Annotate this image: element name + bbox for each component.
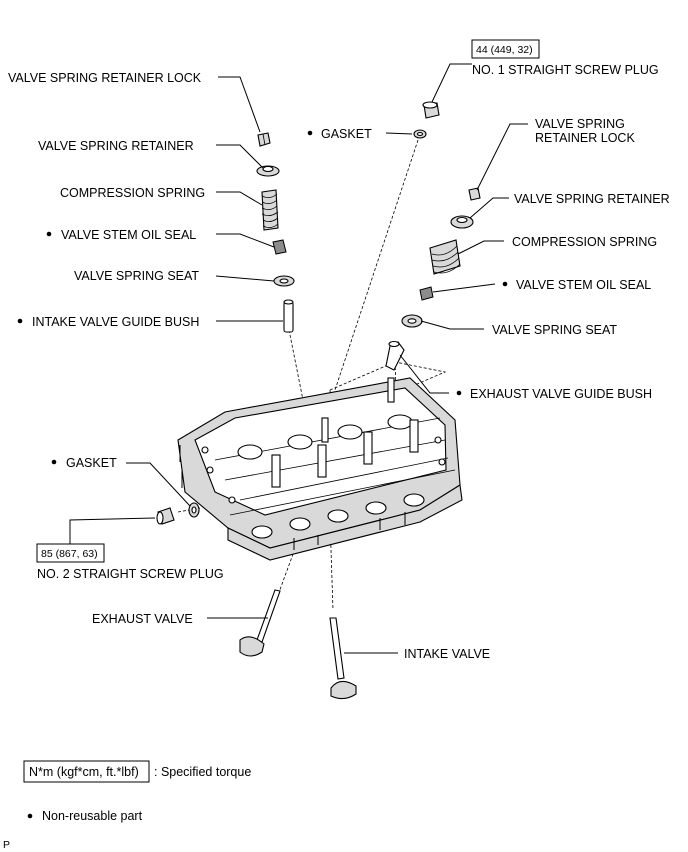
torque-plug1: 44 (449, 32)	[476, 44, 533, 56]
nonreusable-bullet	[46, 231, 52, 237]
legend-torque-box	[23, 760, 150, 783]
retainer-lock-right	[468, 187, 481, 201]
torque-box-plug2	[36, 543, 105, 563]
nonreusable-bullet	[51, 459, 57, 465]
nonreusable-bullet	[17, 318, 23, 324]
seat-right	[401, 314, 423, 328]
label-exhaust-valve: EXHAUST VALVE	[92, 612, 193, 626]
oil-seal-left	[272, 239, 287, 255]
label-intake-bush: INTAKE VALVE GUIDE BUSH	[32, 315, 199, 329]
legend-bullet	[27, 813, 33, 819]
retainer-lock-left	[257, 132, 271, 147]
oil-seal-right	[419, 286, 434, 301]
retainer-left	[256, 165, 280, 177]
leader-lines	[69, 63, 528, 654]
label-oil-seal-left: VALVE STEM OIL SEAL	[61, 228, 196, 242]
label-seat-right: VALVE SPRING SEAT	[492, 323, 617, 337]
legend-torque-unit: N*m (kgf*cm, ft.*lbf)	[29, 765, 139, 779]
label-retainer-lock-right-1: VALVE SPRING	[535, 117, 625, 131]
legend-torque-text: : Specified torque	[154, 765, 251, 779]
torque-plug2: 85 (867, 63)	[41, 548, 98, 560]
plug1-part	[422, 101, 440, 119]
corner-mark: P	[3, 839, 10, 851]
spring-left	[261, 189, 279, 231]
gasket-left-part	[188, 502, 200, 518]
intake-bush	[283, 299, 294, 333]
label-gasket-top: GASKET	[321, 127, 372, 141]
label-seat-left: VALVE SPRING SEAT	[74, 269, 199, 283]
label-spring-left: COMPRESSION SPRING	[60, 186, 205, 200]
nonreusable-bullet	[456, 390, 462, 396]
label-intake-valve: INTAKE VALVE	[404, 647, 490, 661]
nonreusable-bullet	[502, 281, 508, 287]
retainer-right	[450, 215, 474, 229]
exhaust-bush	[385, 340, 405, 371]
nonreusable-bullet	[307, 130, 313, 136]
label-retainer-right: VALVE SPRING RETAINER	[514, 192, 670, 206]
label-plug2: NO. 2 STRAIGHT SCREW PLUG	[37, 567, 224, 581]
label-gasket-left: GASKET	[66, 456, 117, 470]
label-plug1: NO. 1 STRAIGHT SCREW PLUG	[472, 63, 659, 77]
seat-left	[273, 275, 295, 287]
label-exhaust-bush: EXHAUST VALVE GUIDE BUSH	[470, 387, 652, 401]
intake-valve-part	[329, 617, 357, 700]
legend: N*m (kgf*cm, ft.*lbf) : Specified torque…	[23, 760, 251, 823]
label-spring-right: COMPRESSION SPRING	[512, 235, 657, 249]
plug2-part	[156, 507, 175, 525]
exhaust-valve-part	[239, 589, 281, 657]
label-oil-seal-right: VALVE STEM OIL SEAL	[516, 278, 651, 292]
torque-box-plug1	[471, 39, 540, 59]
cylinder-head	[177, 377, 463, 561]
label-retainer-lock-right-2: RETAINER LOCK	[535, 131, 635, 145]
spring-right	[429, 239, 461, 275]
label-retainer-lock-left: VALVE SPRING RETAINER LOCK	[8, 71, 202, 85]
gasket-top-part	[413, 129, 427, 139]
label-retainer-left: VALVE SPRING RETAINER	[38, 139, 194, 153]
legend-nonreusable-text: Non-reusable part	[42, 809, 143, 823]
